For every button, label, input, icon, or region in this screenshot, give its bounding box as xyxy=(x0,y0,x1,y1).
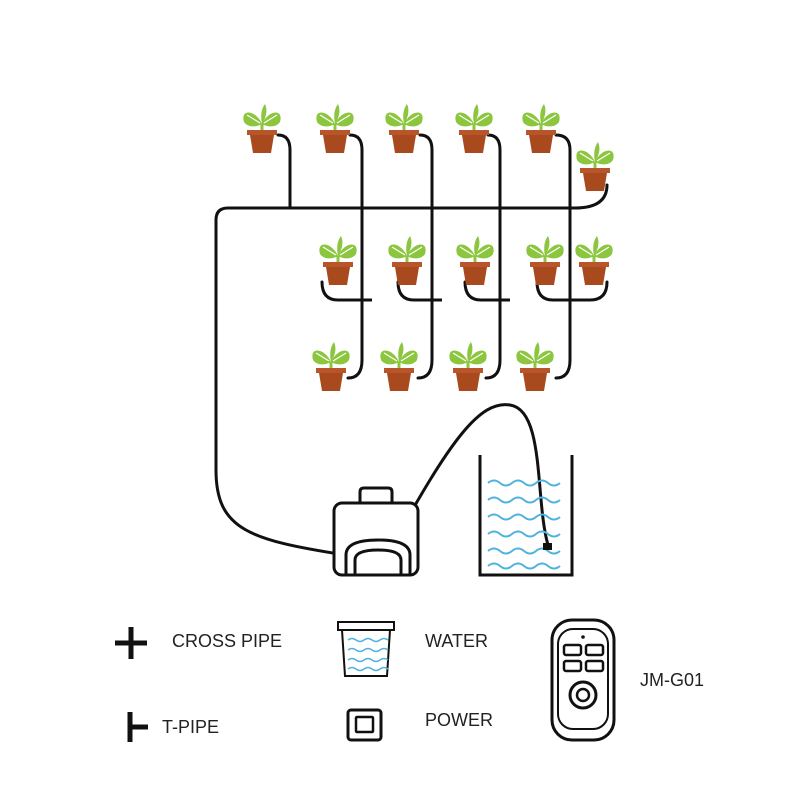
t-pipe-icon xyxy=(127,712,148,742)
plant-pot-icon xyxy=(454,103,494,154)
plant-pot-icon xyxy=(455,235,495,286)
controller-icon xyxy=(550,618,616,742)
plant-pot-icon xyxy=(379,341,419,392)
branch-pipe xyxy=(573,183,609,210)
water-container-icon xyxy=(478,455,574,577)
sub-pipe-2 xyxy=(396,280,434,302)
plant-pot-icon xyxy=(525,235,565,286)
plant-pot-icon xyxy=(315,103,355,154)
intake-hose xyxy=(388,403,550,552)
plant-pot-icon xyxy=(384,103,424,154)
drip-line-3 xyxy=(416,133,434,380)
water-container-icon xyxy=(337,621,395,677)
power-icon xyxy=(346,708,383,742)
plant-pot-icon xyxy=(574,235,614,286)
plant-pot-icon xyxy=(448,341,488,392)
legend-cross-pipe-label: CROSS PIPE xyxy=(172,631,283,651)
plant-pot-icon xyxy=(575,141,615,192)
pump-icon xyxy=(332,486,420,577)
legend-power-label: POWER xyxy=(425,710,494,730)
legend-t-pipe-label: T-PIPE xyxy=(162,717,220,737)
drip-line-4 xyxy=(484,133,502,380)
sub-pipe-4 xyxy=(535,280,572,302)
sub-pipe-1 xyxy=(320,280,364,302)
sub-pipe-5 xyxy=(568,280,609,302)
plant-pot-icon xyxy=(242,103,282,154)
fittings xyxy=(282,200,580,308)
plant-pot-icon xyxy=(515,341,555,392)
sub-pipe-3 xyxy=(463,280,502,302)
legend-controller-label: JM-G01 xyxy=(640,670,705,690)
drip-line-5 xyxy=(554,133,572,380)
drip-line-2 xyxy=(346,133,364,380)
pipe-network xyxy=(214,133,609,557)
drip-line-1 xyxy=(276,133,292,210)
main-pipe xyxy=(214,206,577,557)
legend-water-label: WATER xyxy=(425,631,488,651)
plant-pot-icon xyxy=(318,235,358,286)
plant-pot-icon xyxy=(521,103,561,154)
plant-pot-icon xyxy=(387,235,427,286)
plant-pot-icon xyxy=(311,341,351,392)
cross-pipe-icon xyxy=(115,627,147,659)
